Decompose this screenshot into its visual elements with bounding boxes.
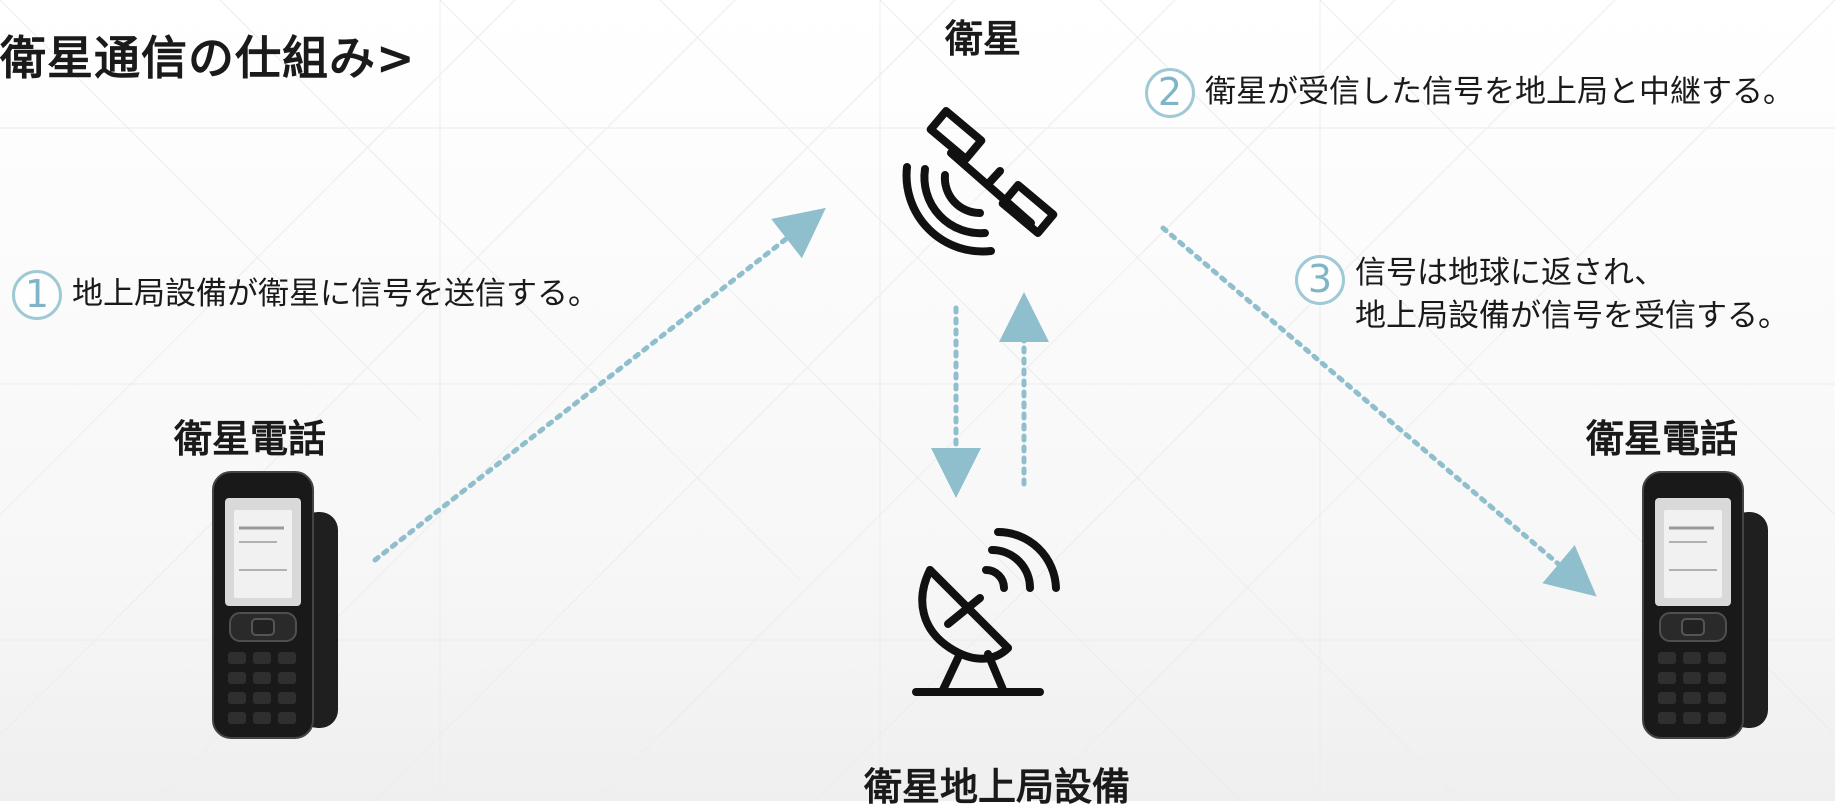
step-3-number: 3 <box>1295 255 1345 305</box>
step-1-number: 1 <box>12 270 62 320</box>
step-2-text: 衛星が受信した信号を地上局と中継する。 <box>1205 74 1794 111</box>
left-phone-label: 衛星電話 <box>174 417 327 461</box>
page-title: 衛星通信の仕組み> <box>0 31 416 85</box>
uplink-arrow <box>372 207 826 563</box>
step-1: 1 地上局設備が衛星に信号を送信する。 <box>12 270 599 320</box>
satellite-label: 衛星 <box>945 17 1022 61</box>
right-phone-label: 衛星電話 <box>1586 417 1739 461</box>
downlink-arrow <box>1160 225 1597 597</box>
satellite-phone-icon-right <box>1642 471 1768 739</box>
step-3: 3 信号は地球に返され、 地上局設備が信号を受信する。 <box>1295 255 1789 335</box>
step-1-text: 地上局設備が衛星に信号を送信する。 <box>72 276 599 313</box>
step-3-text-line-2: 地上局設備が信号を受信する。 <box>1355 298 1789 335</box>
step-3-text-line-1: 信号は地球に返され、 <box>1355 255 1666 291</box>
step-3-lines: 信号は地球に返され、 地上局設備が信号を受信する。 <box>1355 255 1789 335</box>
satellite-icon <box>902 107 1058 256</box>
step-2: 2 衛星が受信した信号を地上局と中継する。 <box>1145 68 1794 118</box>
step-2-number: 2 <box>1145 68 1195 118</box>
satellite-phone-icon <box>212 471 338 739</box>
satellite-dish-icon <box>912 528 1060 696</box>
